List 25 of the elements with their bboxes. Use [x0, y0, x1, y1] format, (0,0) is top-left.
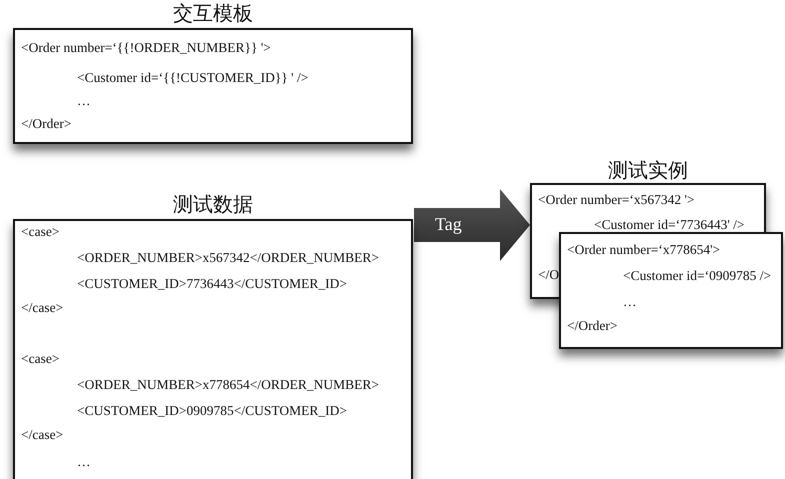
code-line: …: [77, 93, 90, 109]
code-line: <Order number=‘x567342 '>: [538, 192, 694, 208]
code-line: <Customer id=‘7736443' />: [594, 217, 745, 233]
code-line: <Customer id=‘0909785 />: [623, 268, 772, 284]
code-line: <case>: [21, 351, 60, 367]
code-line: </O: [538, 267, 560, 283]
code-line: …: [623, 294, 636, 310]
block-arrow: [414, 189, 530, 261]
panel-title: 交互模板: [172, 0, 254, 26]
code-line: <ORDER_NUMBER>x567342</ORDER_NUMBER>: [77, 250, 379, 266]
code-line: <ORDER_NUMBER>x778654</ORDER_NUMBER>: [77, 377, 379, 393]
panel-title: 测试数据: [172, 191, 254, 217]
code-line: <CUSTOMER_ID>0909785</CUSTOMER_ID>: [77, 403, 347, 419]
code-line: …: [77, 454, 90, 470]
code-line: </Order>: [567, 318, 618, 334]
code-line: <Customer id=‘{{!CUSTOMER_ID}} ' />: [77, 70, 308, 86]
code-line: <case>: [21, 224, 60, 240]
code-line: </case>: [21, 300, 64, 316]
code-line: </case>: [21, 427, 64, 443]
code-line: <CUSTOMER_ID>7736443</CUSTOMER_ID>: [77, 276, 347, 292]
code-line: <Order number=‘{{!ORDER_NUMBER}} '>: [21, 40, 271, 56]
edge-label: Tag: [435, 214, 462, 234]
code-line: </Order>: [21, 116, 72, 132]
panel-title: 测试实例: [607, 157, 689, 183]
code-line: <Order number=‘x778654'>: [567, 242, 720, 258]
